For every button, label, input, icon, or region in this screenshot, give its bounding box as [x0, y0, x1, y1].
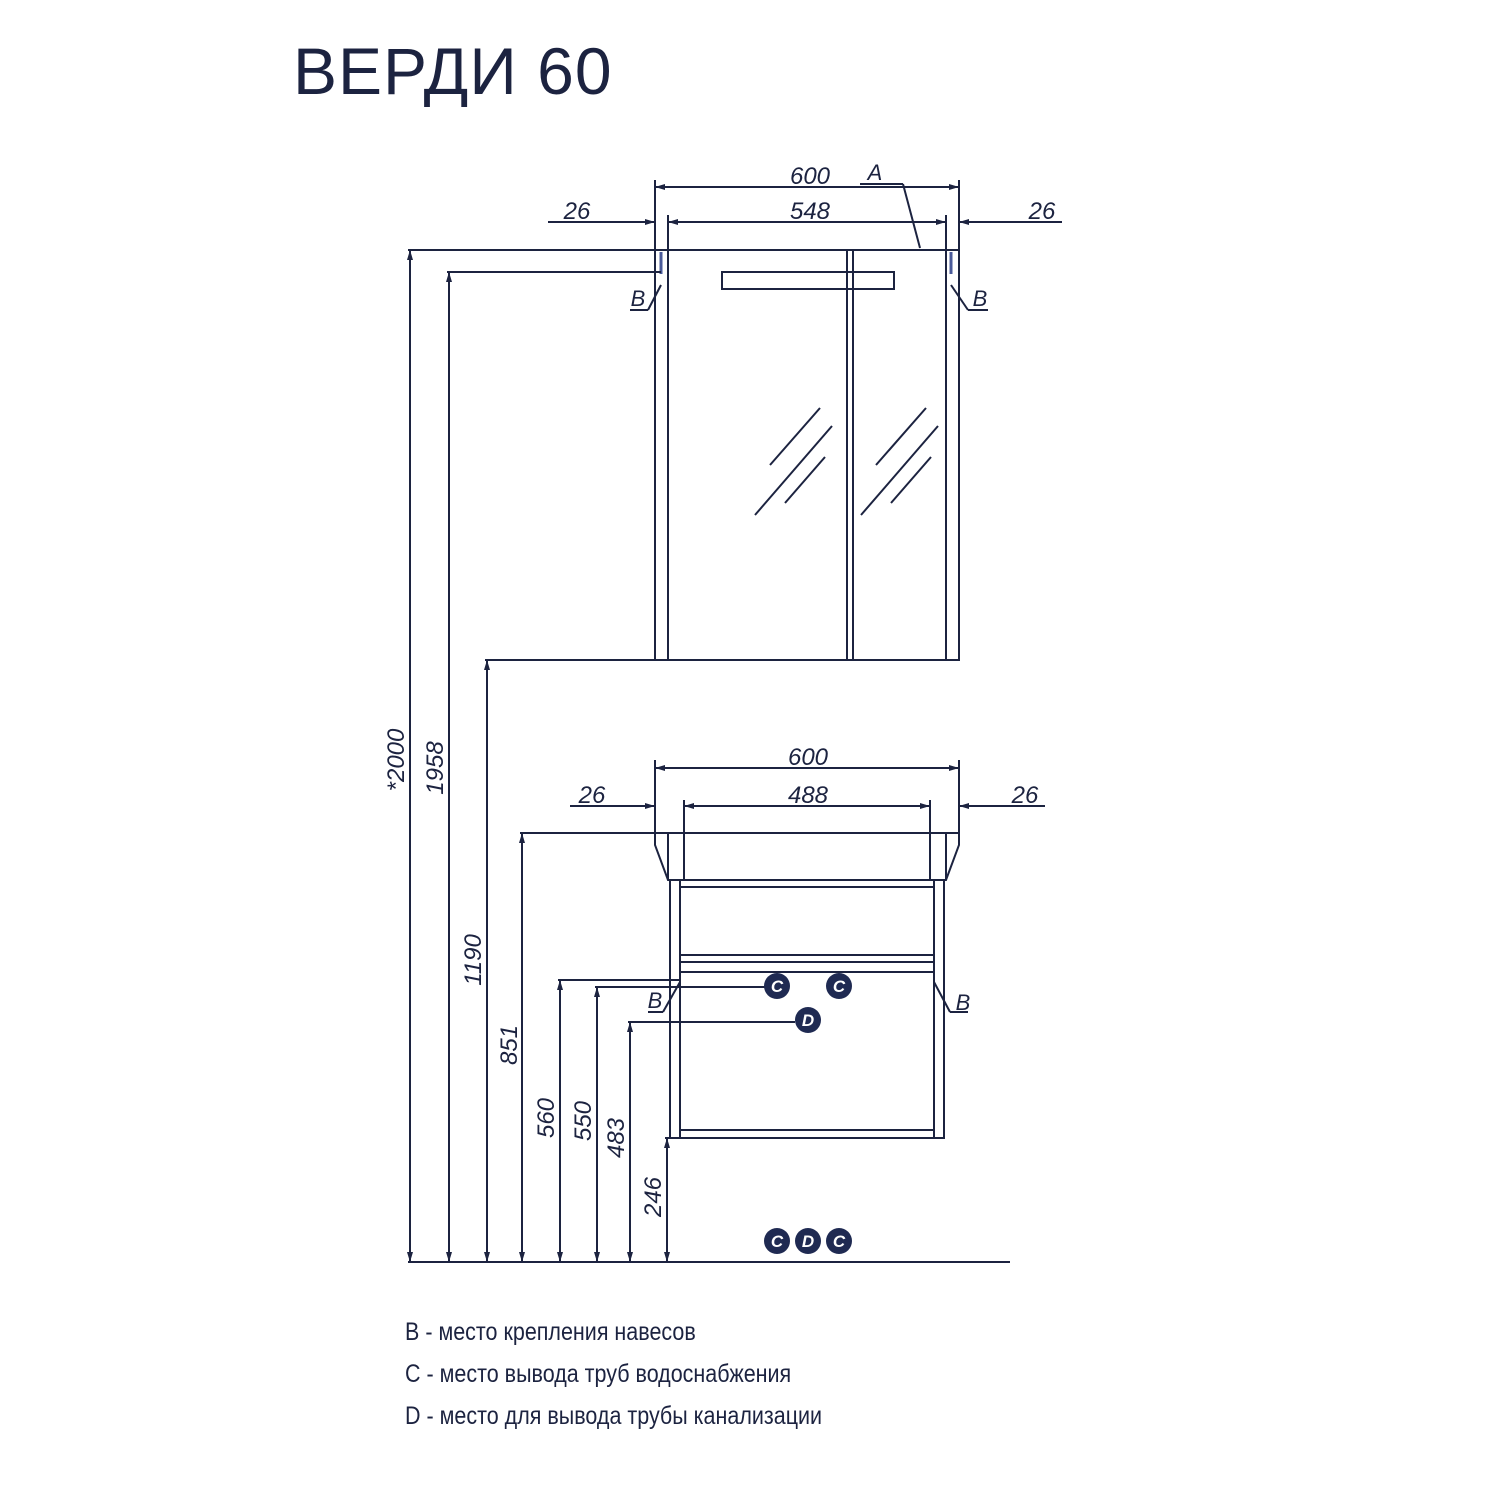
light-fixture	[721, 271, 895, 290]
drawing-title: ВЕРДИ 60	[293, 34, 613, 108]
vanity-label-b-right: B	[956, 990, 971, 1015]
marker-c-upper-left: C	[764, 973, 790, 999]
mirror-width-548-label: 548	[790, 198, 831, 225]
mirror-cabinet	[654, 249, 960, 661]
height-2000-label: *2000	[383, 728, 410, 791]
vanity-side-right-label: 26	[1011, 782, 1039, 809]
vanity-label-b-left: B	[648, 988, 663, 1013]
legend-d: D - место для вывода трубы канализации	[405, 1402, 823, 1430]
marker-d-upper: D	[795, 1007, 821, 1033]
vanity-width-488-label: 488	[788, 782, 829, 809]
vanity-cabinet	[654, 832, 960, 1139]
height-851-label: 851	[496, 1025, 523, 1065]
svg-text:C: C	[833, 977, 846, 996]
mirror-side-right-label: 26	[1028, 198, 1056, 225]
washbasin	[654, 832, 960, 881]
vanity-width-600-label: 600	[788, 744, 829, 771]
glass-hatching	[754, 407, 939, 516]
svg-text:D: D	[802, 1232, 814, 1251]
height-1190-label: 1190	[460, 934, 487, 986]
height-483-label: 483	[603, 1117, 630, 1158]
legend-b: B - место крепления навесов	[405, 1318, 696, 1346]
marker-d-floor: D	[795, 1228, 821, 1254]
vanity-side-left-label: 26	[578, 782, 606, 809]
height-246-label: 246	[640, 1176, 667, 1218]
svg-text:C: C	[771, 1232, 784, 1251]
svg-text:C: C	[833, 1232, 846, 1251]
height-1958-label: 1958	[422, 741, 449, 795]
marker-c-floor-right: C	[826, 1228, 852, 1254]
mirror-label-b-right: B	[973, 286, 988, 311]
legend-c: C - место вывода труб водоснабжения	[405, 1360, 792, 1388]
svg-text:C: C	[771, 977, 784, 996]
svg-text:D: D	[802, 1011, 814, 1030]
mirror-label-b-left: B	[631, 286, 646, 311]
mirror-cabinet-body	[654, 249, 960, 661]
marker-c-upper-right: C	[826, 973, 852, 999]
height-550-label: 550	[570, 1100, 597, 1141]
mirror-width-600-label: 600	[790, 163, 831, 190]
label-a: A	[866, 160, 883, 185]
height-560-label: 560	[533, 1097, 560, 1138]
mirror-side-left-label: 26	[563, 198, 591, 225]
vanity-body	[669, 879, 945, 1139]
marker-c-floor-left: C	[764, 1228, 790, 1254]
